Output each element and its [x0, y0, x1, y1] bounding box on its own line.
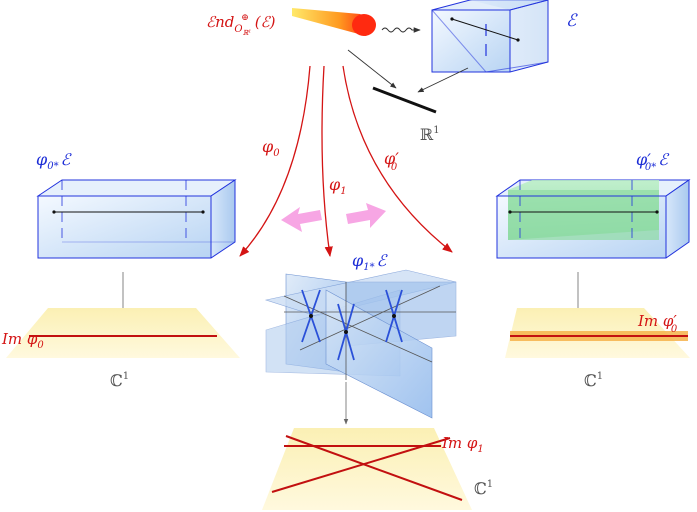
arrow-comet-to-R: [347, 49, 397, 89]
push-phi0-prime-label: φ′0*ℰ: [636, 150, 670, 173]
comet-shape: [292, 8, 376, 36]
pink-arrow-left: [281, 207, 322, 232]
push-phi1-label: φ1*ℰ: [352, 251, 389, 273]
c1-right-label: ℂ1: [584, 371, 603, 390]
sheaf-box-top: [431, 0, 549, 73]
phi1-label: φ1: [329, 175, 347, 197]
squiggle-arrow: [381, 27, 421, 33]
plane-right: [505, 308, 690, 358]
push-phi0-label: φ0*ℰ: [36, 150, 73, 172]
arrow-phi1: [321, 65, 333, 258]
arrow-phi0-prime: [342, 65, 453, 253]
arrow-box-to-R: [417, 67, 469, 93]
real-line-segment: [372, 86, 437, 114]
phi0-label: φ0: [262, 137, 280, 159]
c1-left-label: ℂ1: [110, 371, 129, 390]
plane-bottom: [262, 428, 472, 510]
im-phi0-prime-label: Im φ′0: [637, 312, 678, 335]
pink-arrow-right: [346, 203, 386, 228]
intersecting-planes: [264, 269, 457, 419]
sheaf-E-label: ℰ: [566, 11, 578, 31]
end-sheaf-label: ℰndOℝ¹⊕(ℰ): [206, 13, 276, 37]
arrow-phi0: [239, 65, 311, 257]
pushforward-box-right: [495, 179, 691, 259]
pushforward-box-left: [36, 179, 237, 259]
c1-bottom-label: ℂ1: [474, 479, 493, 498]
im-phi1-label: Im φ1: [441, 434, 484, 455]
plane-left: [6, 308, 240, 358]
real-line-label: ℝ1: [420, 125, 440, 144]
phi0-prime-label: φ′0: [384, 149, 399, 173]
im-phi0-label: Im φ0: [1, 330, 44, 351]
